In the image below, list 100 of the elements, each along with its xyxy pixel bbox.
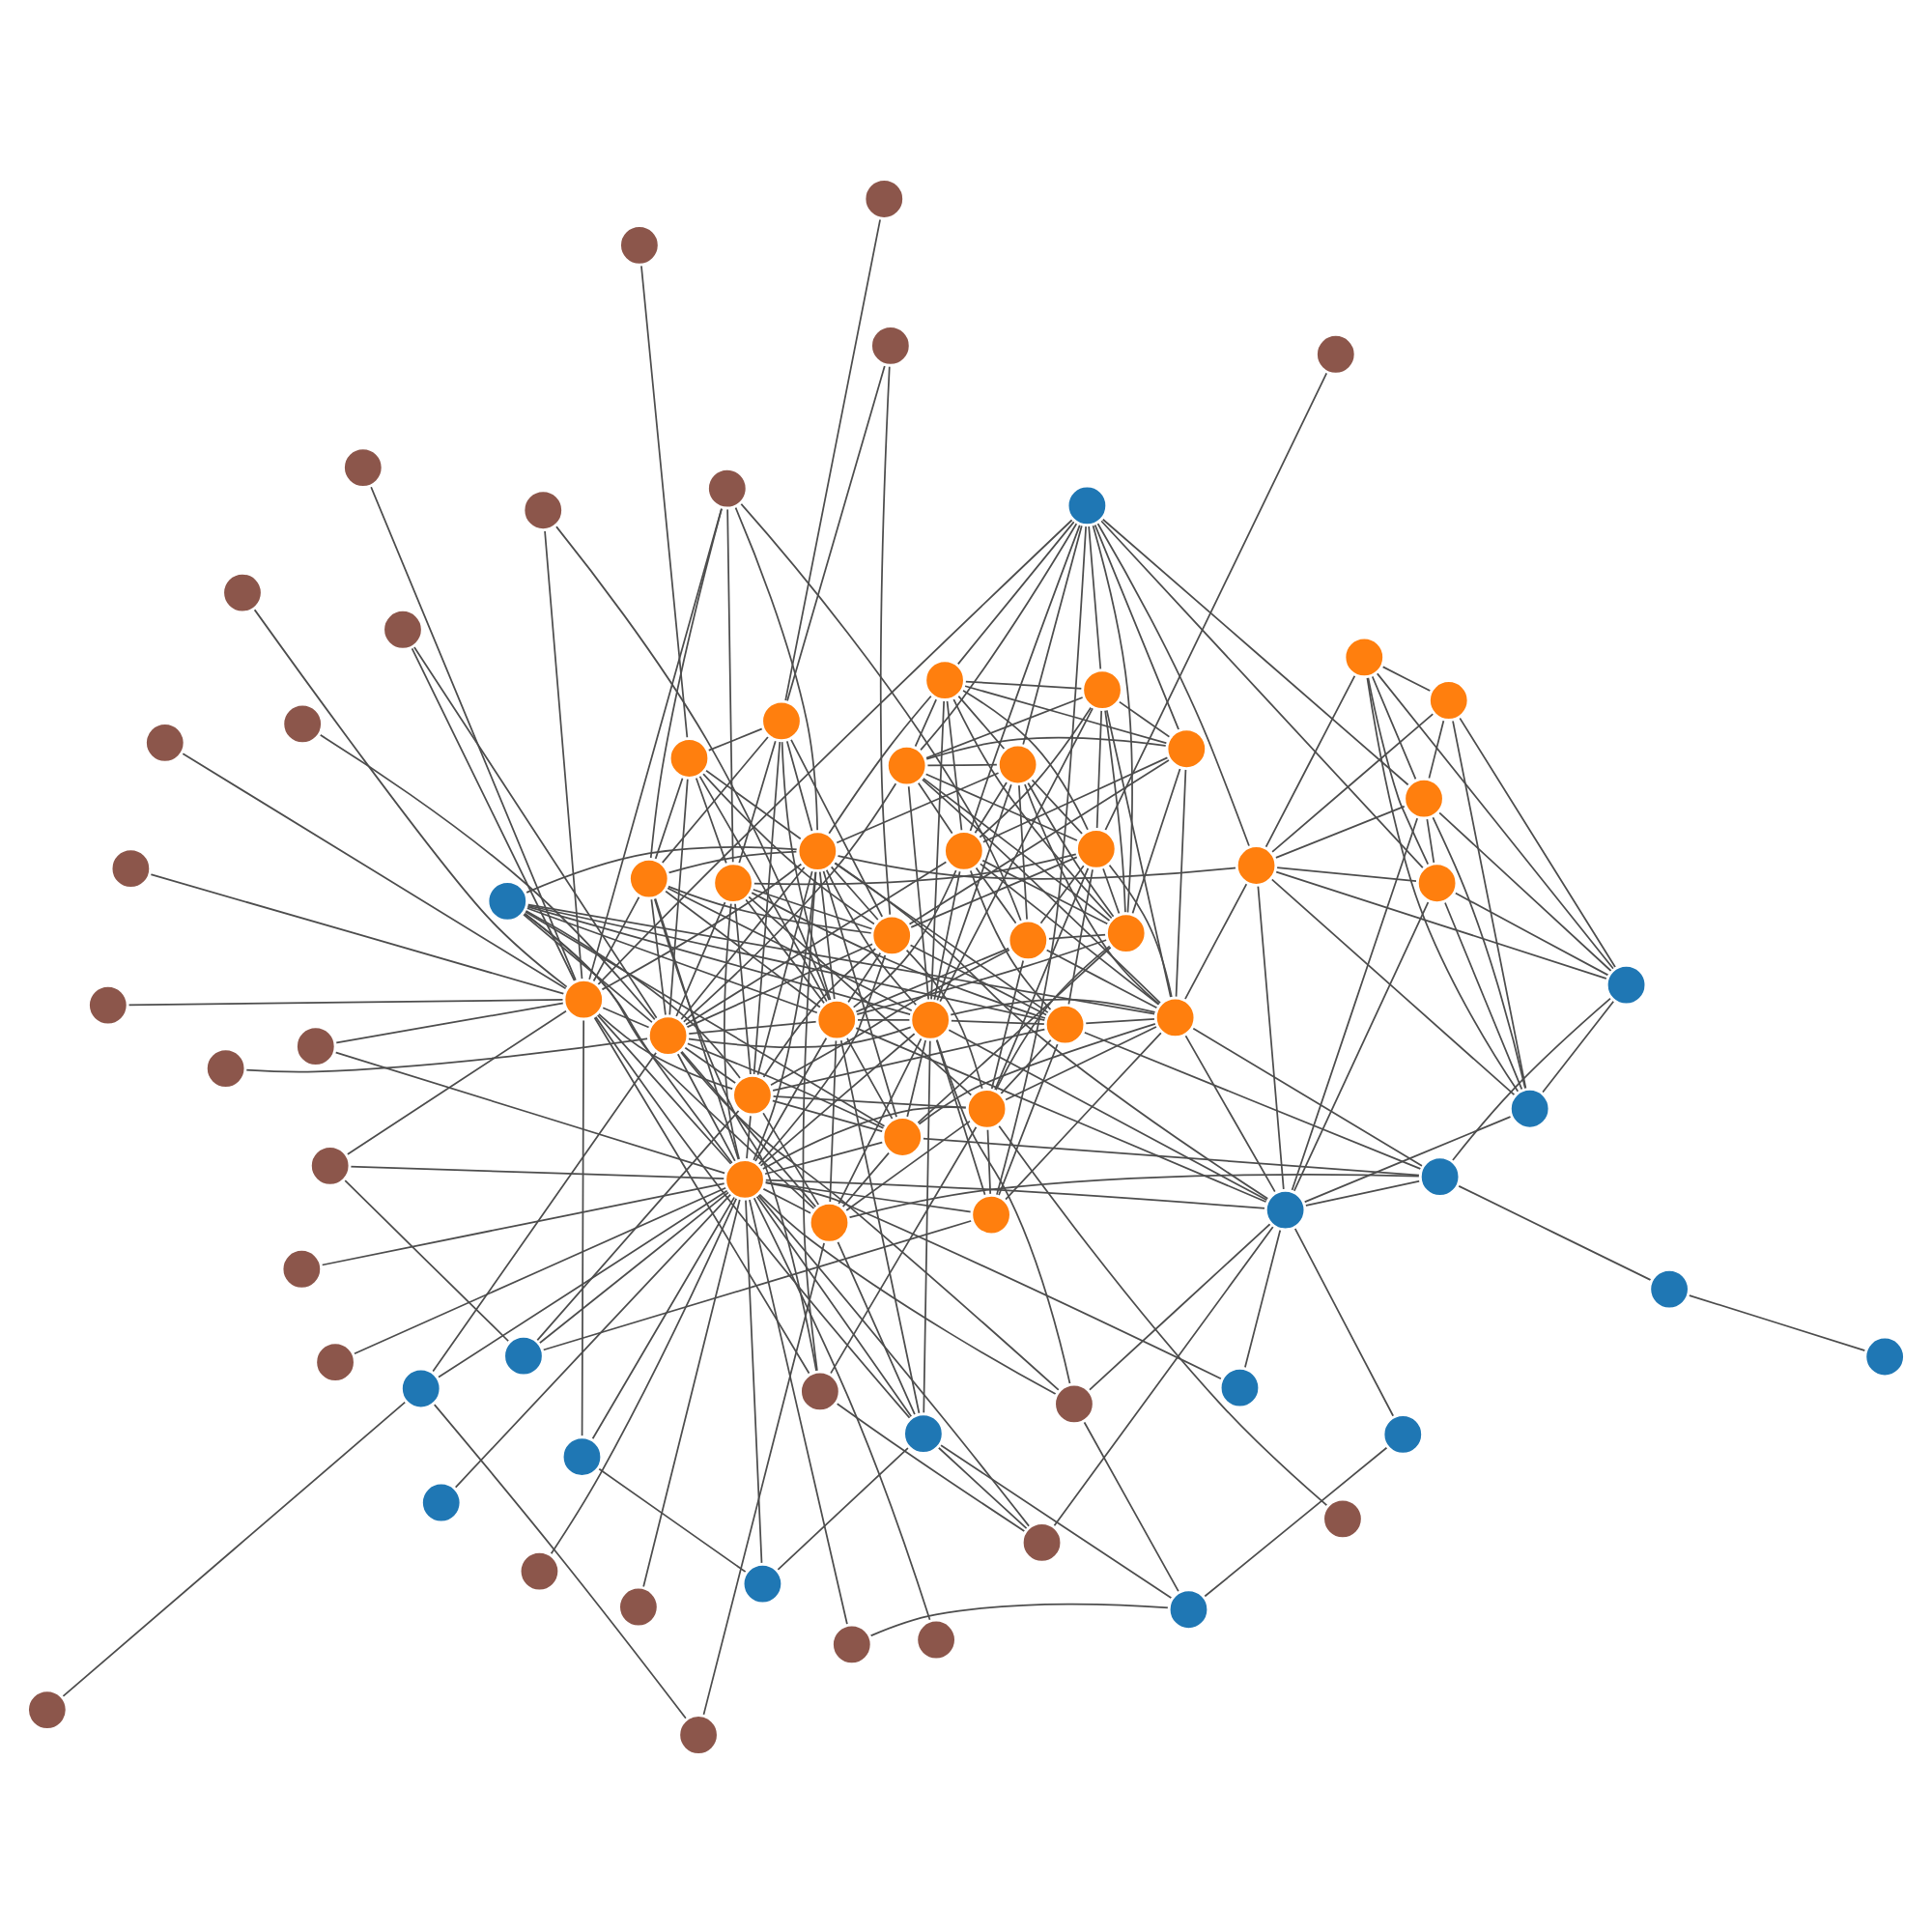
connector: [974, 780, 1009, 834]
connector: [664, 889, 822, 1009]
node-circle: [1167, 1587, 1210, 1631]
node-circle: [731, 1072, 774, 1116]
node-circle: [1020, 1520, 1064, 1563]
node-circle: [308, 1144, 352, 1186]
connector: [1095, 708, 1103, 829]
connector: [781, 739, 832, 1001]
connector: [1183, 881, 1248, 1000]
connector: [785, 363, 886, 702]
node-circle: [677, 1713, 720, 1755]
node-circle: [799, 1369, 841, 1412]
connector: [581, 1017, 585, 1436]
connector: [591, 1195, 736, 1440]
node-circle: [996, 742, 1039, 785]
connector: [1291, 815, 1419, 1192]
connector: [1067, 867, 1094, 1005]
connector: [353, 1185, 727, 1354]
connector: [829, 1124, 978, 1375]
node-circle: [965, 1087, 1009, 1129]
connector: [1432, 815, 1526, 1090]
connector: [1270, 712, 1435, 853]
connector: [1094, 522, 1180, 730]
connector: [738, 738, 777, 864]
connector: [1046, 932, 1108, 939]
connector: [999, 1037, 1053, 1094]
connector: [526, 903, 1047, 1021]
node-circle: [618, 223, 661, 266]
connector: [1426, 816, 1435, 864]
connector: [1108, 863, 1173, 998]
connector: [828, 694, 933, 835]
connector: [544, 528, 583, 980]
connector: [763, 1140, 884, 1175]
node-circle: [909, 998, 952, 1040]
connector: [771, 1027, 1047, 1091]
connector: [685, 942, 874, 1028]
connector: [1045, 948, 1158, 1009]
connector: [541, 1218, 973, 1350]
connector: [433, 1402, 688, 1719]
connector: [525, 845, 799, 893]
connector: [1451, 996, 1612, 1161]
connector: [1117, 699, 1172, 738]
connector: [679, 865, 807, 1020]
node-circle: [796, 829, 839, 871]
connector: [784, 216, 882, 701]
node-circle: [1648, 1266, 1690, 1310]
connector: [1541, 999, 1615, 1093]
node-circle: [760, 698, 803, 742]
connector: [686, 1041, 886, 1129]
connector: [683, 1045, 737, 1084]
connector: [762, 1110, 820, 1206]
connector: [769, 948, 1011, 1086]
connector: [704, 768, 802, 839]
connector: [536, 1108, 740, 1341]
connector: [596, 517, 1074, 985]
node-circle: [870, 913, 913, 956]
connector: [993, 866, 1090, 1091]
connector: [923, 1037, 931, 1414]
connector: [349, 1164, 726, 1179]
node-circle: [646, 1013, 690, 1056]
connector: [1275, 866, 1418, 881]
node-circle: [1321, 1496, 1364, 1540]
connector: [1438, 810, 1613, 972]
node-circle: [1043, 1002, 1087, 1045]
connector: [924, 695, 1085, 758]
connector: [936, 782, 1012, 1002]
connector: [1274, 869, 1608, 980]
connector: [525, 905, 819, 1013]
connector: [1096, 521, 1251, 847]
connector: [1131, 766, 1181, 915]
connector: [1274, 804, 1406, 858]
node-circle: [808, 1200, 851, 1243]
node-circle: [1508, 1086, 1551, 1129]
connector: [253, 607, 568, 987]
connector: [734, 900, 752, 1075]
connector: [770, 1098, 884, 1132]
node-circle: [399, 1366, 442, 1409]
node-circle: [863, 177, 906, 219]
node-circle: [815, 997, 859, 1040]
connector: [869, 1602, 1170, 1636]
connector: [1105, 707, 1172, 999]
connector: [1454, 891, 1610, 976]
connector: [830, 865, 880, 921]
connector: [957, 694, 1006, 750]
connector: [688, 1019, 818, 1034]
node-circle: [1381, 1412, 1425, 1455]
connector: [1026, 780, 1115, 918]
node-circle: [902, 1411, 945, 1454]
connector: [650, 896, 667, 1015]
connector: [724, 900, 741, 1160]
connector: [346, 1009, 568, 1155]
connector: [1376, 670, 1615, 970]
connector: [1371, 674, 1417, 781]
node-circle: [923, 658, 966, 701]
node-circle: [915, 1617, 957, 1661]
connector: [343, 1178, 510, 1342]
connector: [524, 908, 742, 1079]
connector: [748, 1197, 849, 1626]
connector: [990, 957, 1025, 1090]
connector: [837, 1239, 917, 1416]
